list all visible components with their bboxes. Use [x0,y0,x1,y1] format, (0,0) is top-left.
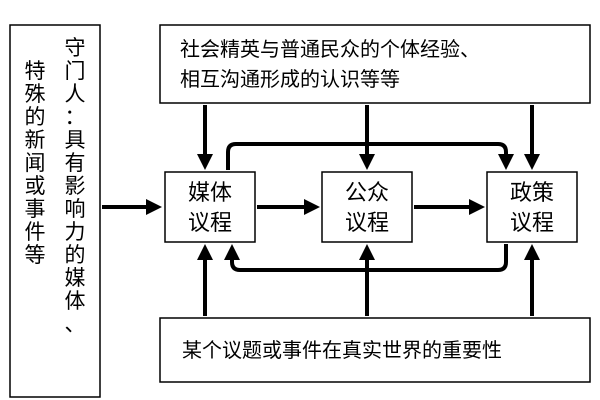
top-box: 社会精英与普通民众的个体经验、 相互沟通形成的认识等等 [159,24,591,104]
left-col2-char: 响 [65,197,86,221]
media-agenda-line1: 媒体 [188,181,232,206]
arrow-bottom-to-policy [524,244,540,316]
left-box-frame [9,24,101,398]
public-agenda-frame [321,171,413,243]
policy-agenda-frame [486,171,578,243]
left-col1-char: 的 [25,105,46,129]
arrow-left-to-media [102,199,162,215]
arrow-policy-to-media-bottom [224,244,508,272]
policy-agenda-line2: 议程 [510,211,554,236]
public-agenda-line2: 议程 [345,211,389,236]
public-agenda-line1: 公众 [345,181,389,206]
media-agenda-frame [164,171,256,243]
policy-agenda-node: 政策 议程 [486,171,578,243]
left-col2-char: 媒 [65,266,86,290]
media-agenda-node: 媒体 议程 [164,171,256,243]
arrow-bottom-to-public [359,244,375,316]
top-box-frame [159,24,591,104]
public-agenda-node: 公众 议程 [321,171,413,243]
left-col2-char: 守 [65,36,86,60]
left-col2-char: 有 [65,151,86,175]
left-col2-char: 门 [65,59,86,83]
left-col2-char: 体 [65,289,86,313]
arrow-media-to-public [257,199,320,215]
left-col2-char: 人 [65,82,86,106]
arrow-top-to-media [197,105,213,170]
left-box-col2: 守 门 人 ： 具 有 影 响 力 的 媒 体 、 [65,36,86,336]
left-col2-char: ： [65,105,86,129]
top-box-line2: 相互沟通形成的认识等等 [180,67,400,91]
left-col1-char: 件 [25,220,46,244]
top-box-line1: 社会精英与普通民众的个体经验、 [180,37,480,61]
left-col1-char: 殊 [25,82,46,106]
left-col2-char: 具 [65,128,86,152]
left-col1-char: 特 [25,59,46,83]
arrow-top-to-public [359,105,375,170]
left-col1-char: 事 [25,197,46,221]
media-agenda-line2: 议程 [188,211,232,236]
left-col2-char: 、 [65,312,86,336]
left-col1-char: 或 [25,174,46,198]
arrow-bottom-to-media [197,244,213,316]
bottom-box-text: 某个议题或事件在真实世界的重要性 [182,338,502,362]
left-box: 特 殊 的 新 闻 或 事 件 等 守 门 人 ： 具 有 影 响 力 的 媒 … [9,24,101,398]
left-col2-char: 力 [65,220,86,244]
left-box-col1: 特 殊 的 新 闻 或 事 件 等 [25,59,46,267]
arrow-media-to-policy-top [226,142,514,170]
left-col1-char: 闻 [25,151,46,175]
arrow-top-to-policy [524,105,540,170]
arrow-public-to-policy [414,199,485,215]
left-col2-char: 的 [65,243,86,267]
bottom-box: 某个议题或事件在真实世界的重要性 [159,317,591,383]
left-col2-char: 影 [65,174,86,198]
bottom-box-frame [159,317,591,383]
policy-agenda-line1: 政策 [510,181,554,206]
left-col1-char: 新 [25,128,46,152]
left-col1-char: 等 [25,243,46,267]
